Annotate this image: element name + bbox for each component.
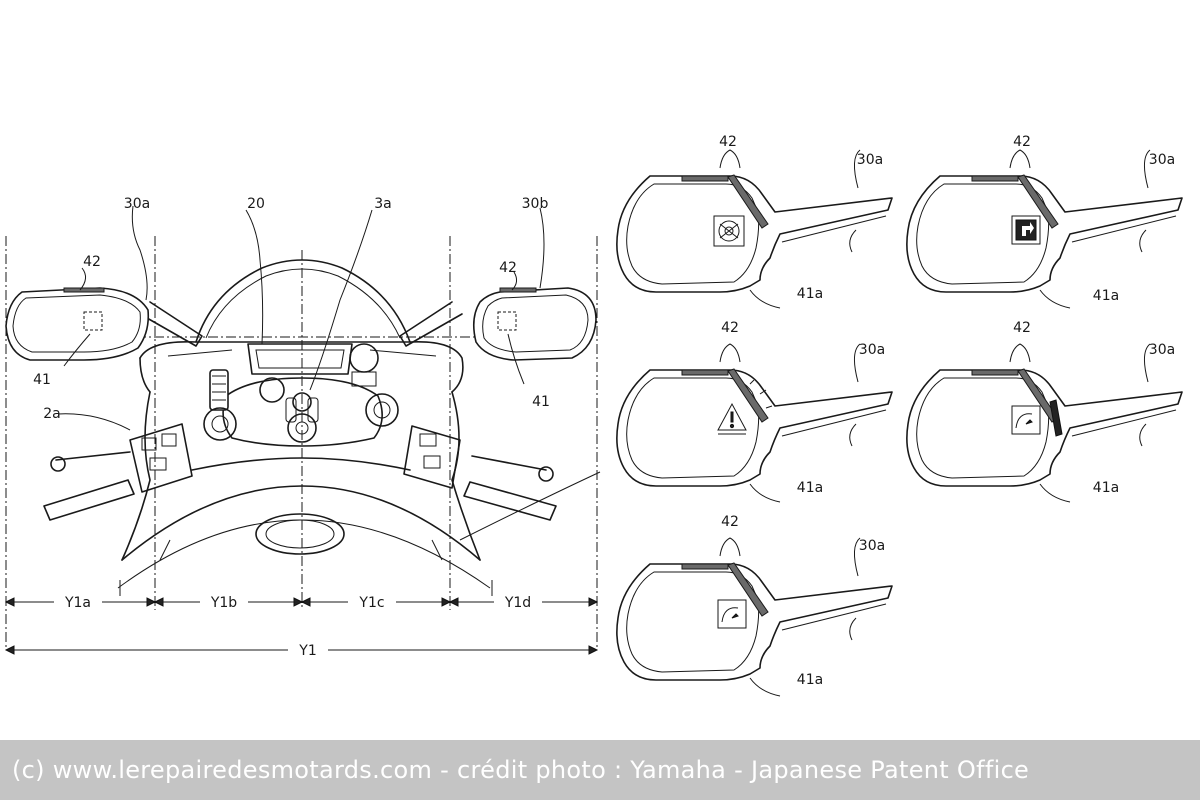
- gauge-icon: [717, 599, 747, 629]
- label-zone-c: Y1c: [358, 595, 384, 611]
- turn-sign-icon: [1015, 219, 1037, 241]
- credit-bar: (c) www.lerepairedesmotards.com - crédit…: [0, 740, 1200, 800]
- label-total: Y1: [298, 643, 316, 659]
- label-zone-d: Y1d: [504, 595, 531, 611]
- mirror-detail-turn: 42 30a 41a: [906, 134, 1183, 309]
- label-light-right: 42: [499, 260, 517, 276]
- front-view: 30a 20 3a 30b 42 42 41 41 2a Y1a Y1b Y1c…: [4, 196, 601, 660]
- detail-2-mirror-label: 30a: [1149, 152, 1175, 168]
- detail-4-light-label: 42: [1013, 320, 1031, 336]
- detail-2-display-label: 41a: [1093, 288, 1119, 304]
- warning-icon: [717, 402, 747, 435]
- label-display-left: 41: [33, 372, 51, 388]
- detail-3-mirror-label: 30a: [859, 342, 885, 358]
- detail-2-light-label: 42: [1013, 134, 1031, 150]
- engine-icon: [718, 220, 740, 242]
- label-mirror-left: 30a: [124, 196, 150, 212]
- mirror-detail-gauge-1: 42 30a 41a: [906, 320, 1183, 503]
- detail-3-light-label: 42: [721, 320, 739, 336]
- detail-4-display-label: 41a: [1093, 480, 1119, 496]
- label-console: 3a: [374, 196, 392, 212]
- detail-4-mirror-label: 30a: [1149, 342, 1175, 358]
- label-display-right: 41: [532, 394, 550, 410]
- mirror-detail-engine: 42 30a 41a: [616, 134, 893, 309]
- label-zone-a: Y1a: [64, 595, 91, 611]
- detail-5-light-label: 42: [721, 514, 739, 530]
- detail-5-mirror-label: 30a: [859, 538, 885, 554]
- label-zone-b: Y1b: [210, 595, 237, 611]
- credit-text: (c) www.lerepairedesmotards.com - crédit…: [12, 756, 1030, 784]
- label-light-left: 42: [83, 254, 101, 270]
- label-mirror-right: 30b: [522, 196, 549, 212]
- detail-1-mirror-label: 30a: [857, 152, 883, 168]
- detail-5-display-label: 41a: [797, 672, 823, 688]
- label-screen: 20: [247, 196, 265, 212]
- gauge-icon: [1011, 405, 1041, 435]
- patent-diagram: 30a 20 3a 30b 42 42 41 41 2a Y1a Y1b Y1c…: [4, 134, 1183, 697]
- label-grip: 2a: [43, 406, 61, 422]
- detail-3-display-label: 41a: [797, 480, 823, 496]
- mirror-detail-warning: 42 30a 41a: [616, 320, 893, 503]
- detail-1-display-label: 41a: [797, 286, 823, 302]
- mirror-detail-gauge-2: 42 30a 41a: [616, 514, 893, 697]
- detail-1-light-label: 42: [719, 134, 737, 150]
